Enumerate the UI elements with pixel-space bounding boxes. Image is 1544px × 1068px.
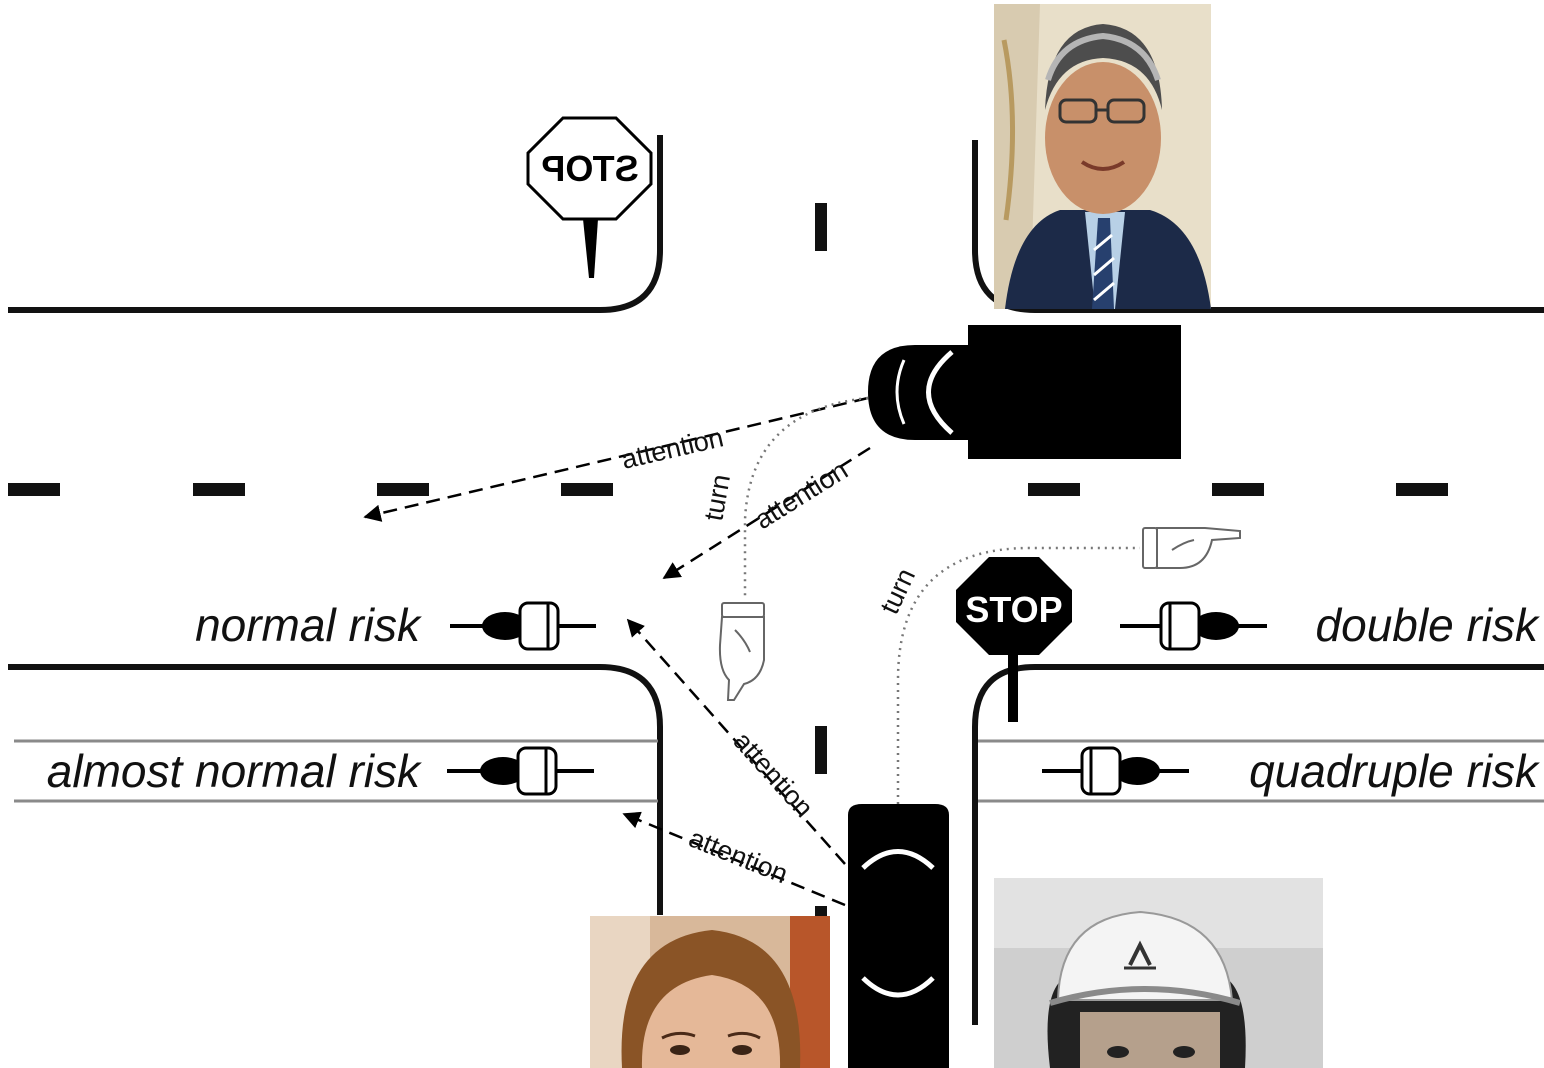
attention-label: attention (749, 455, 853, 535)
turn-label: turn (698, 472, 736, 523)
car-icon (868, 325, 1181, 459)
car-icon (848, 804, 949, 1068)
quadruple-risk-label: quadruple risk (1249, 745, 1540, 797)
turn-label: turn (874, 564, 921, 619)
portrait-photo-woman (590, 916, 830, 1068)
stop-sign-icon: STOP (956, 557, 1072, 722)
normal-risk-label: normal risk (195, 599, 422, 651)
bicycle-icon (447, 748, 594, 794)
attention-arrows (365, 398, 870, 905)
portrait-photo-helmet (994, 878, 1323, 1068)
pointing-hand-icon (720, 603, 764, 700)
stop-sign-top-text: STOP (541, 148, 638, 189)
bicycle-icon (1042, 748, 1189, 794)
almost-normal-risk-label: almost normal risk (47, 745, 422, 797)
stop-sign-icon: STOP (528, 118, 651, 278)
pointing-hand-icon (1143, 528, 1240, 568)
double-risk-label: double risk (1316, 599, 1540, 651)
stop-sign-right-text: STOP (965, 589, 1062, 630)
attention-label: attention (728, 726, 820, 823)
attention-label: attention (685, 823, 792, 890)
bicycle-icon (450, 603, 596, 649)
bicycle-icon (1120, 603, 1267, 649)
attention-label: attention (619, 422, 727, 475)
portrait-photo-man-suit (994, 4, 1211, 309)
